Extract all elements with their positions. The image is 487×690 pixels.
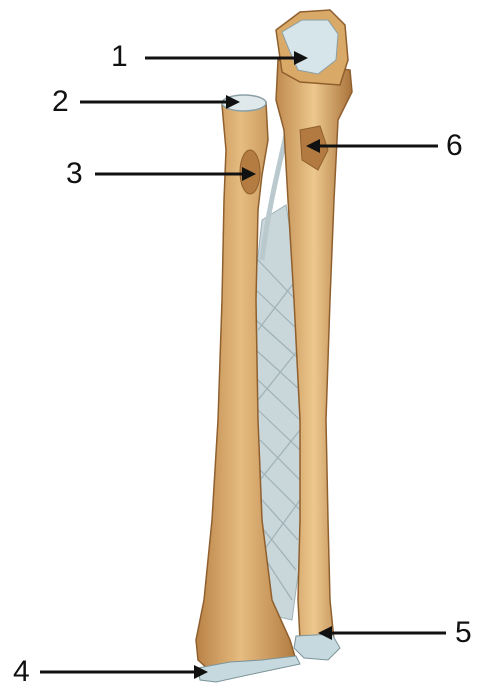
arrow-2 xyxy=(80,95,240,109)
label-3: 3 xyxy=(66,159,83,189)
label-2: 2 xyxy=(52,87,69,117)
ulnar-head-cartilage xyxy=(294,634,340,660)
label-4: 4 xyxy=(13,657,30,687)
label-5: 5 xyxy=(455,618,472,648)
label-1: 1 xyxy=(111,42,128,72)
arrow-4 xyxy=(40,665,208,679)
arrow-5 xyxy=(318,626,446,640)
label-6: 6 xyxy=(446,131,463,161)
